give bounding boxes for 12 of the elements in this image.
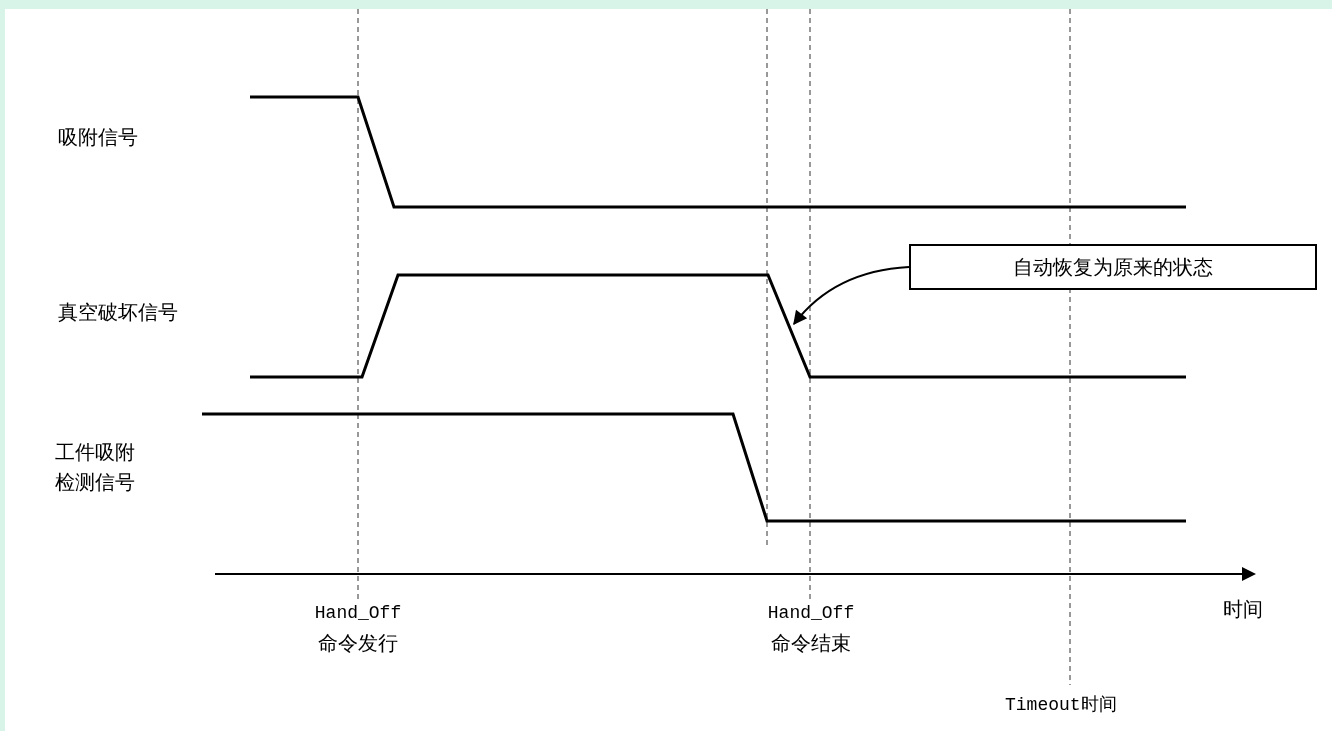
- command-label: 命令发行: [318, 630, 398, 657]
- signal-label: 吸附信号: [58, 124, 138, 151]
- signal-label: 工件吸附检测信号: [55, 439, 136, 496]
- callout-text: 自动恢复为原来的状态: [1013, 253, 1213, 281]
- command-label: Hand_Off: [767, 602, 855, 625]
- time-label: 时间: [1223, 596, 1263, 623]
- callout-box: [909, 244, 1317, 290]
- command-label: Hand_Off: [314, 602, 402, 625]
- leader-arrow: [793, 266, 910, 326]
- signal-label: 真空破坏信号: [58, 299, 178, 326]
- command-label: 命令结束: [771, 630, 851, 657]
- time-label: Timeout时间: [1005, 694, 1117, 717]
